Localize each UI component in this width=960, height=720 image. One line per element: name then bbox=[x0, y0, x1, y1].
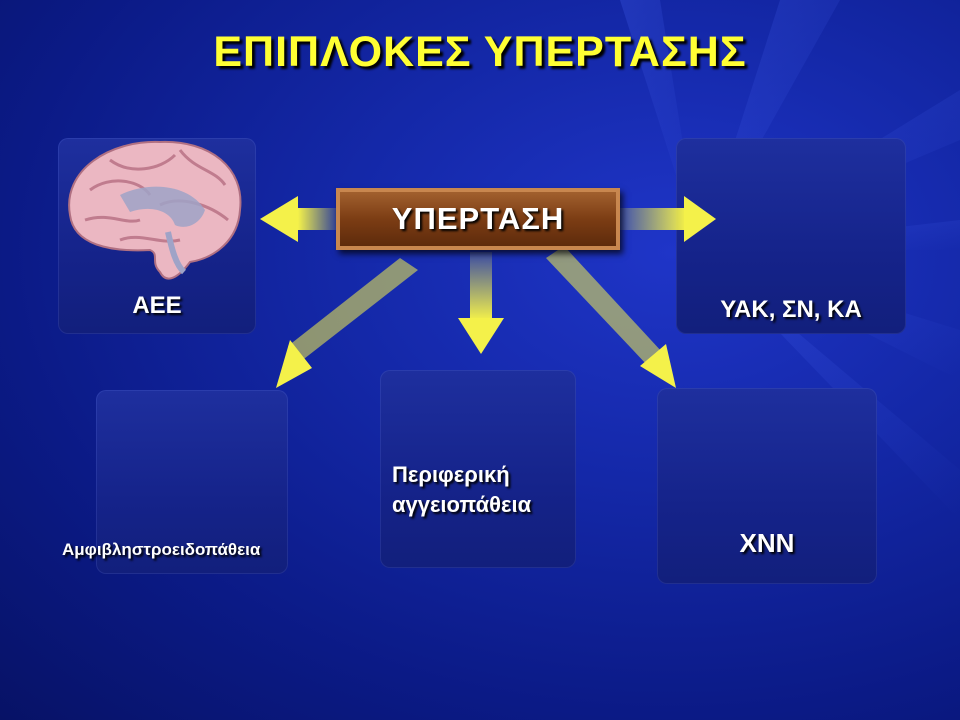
kidney-panel bbox=[657, 388, 877, 584]
arrow-to-artery bbox=[458, 252, 504, 354]
arrow-to-eye bbox=[276, 258, 418, 388]
brain-label: ΑΕΕ bbox=[132, 292, 182, 319]
artery-label-line1: Περιφερική bbox=[392, 462, 510, 487]
hypertension-box: ΥΠΕΡΤΑΣΗ bbox=[336, 188, 620, 250]
arrow-to-heart bbox=[620, 196, 716, 242]
hypertension-label: ΥΠΕΡΤΑΣΗ bbox=[391, 201, 565, 236]
page-title: ΕΠΙΠΛΟΚΕΣ ΥΠΕΡΤΑΣΗΣ bbox=[213, 28, 747, 76]
artery-panel bbox=[380, 370, 576, 568]
artery-label-line2: αγγειοπάθεια bbox=[392, 492, 532, 517]
heart-panel bbox=[676, 138, 906, 334]
arrow-to-brain bbox=[260, 196, 336, 242]
eye-label: Αμφιβληστροειδοπάθεια bbox=[62, 540, 261, 559]
eye-panel bbox=[96, 390, 288, 574]
brain-icon bbox=[68, 140, 242, 280]
arrow-to-kidney bbox=[546, 246, 676, 388]
kidney-label: ΧΝΝ bbox=[739, 528, 795, 558]
heart-label: ΥΑΚ, ΣΝ, ΚΑ bbox=[720, 296, 862, 323]
